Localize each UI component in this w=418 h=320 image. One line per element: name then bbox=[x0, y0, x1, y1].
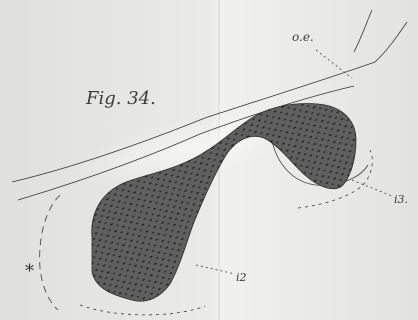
asterisk-mark: * bbox=[25, 263, 34, 281]
figure-title: Fig. 34. bbox=[86, 90, 156, 108]
label-i3: i3. bbox=[394, 194, 408, 205]
label-i2: i2 bbox=[236, 272, 247, 283]
label-oe: o.e. bbox=[292, 31, 314, 43]
